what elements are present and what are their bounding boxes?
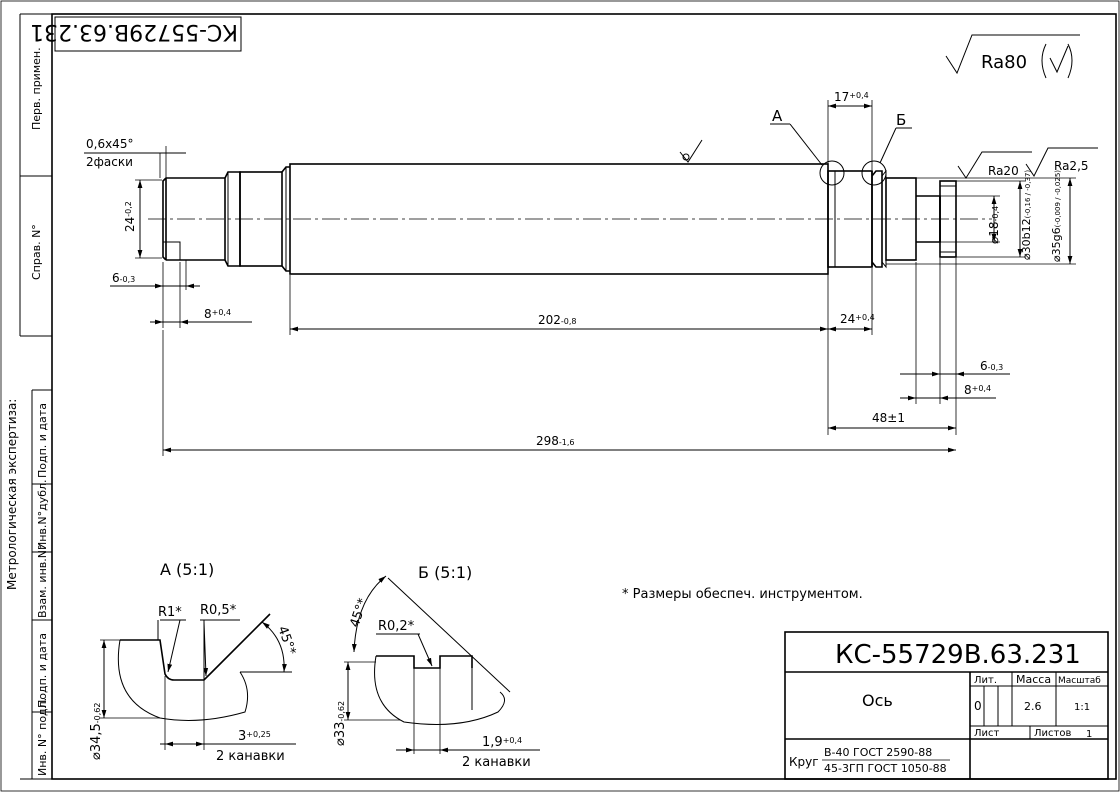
chamfer-count-label: 2фаски — [86, 155, 133, 169]
scale-label: Масштаб — [1058, 676, 1101, 686]
side-label-perv-primen: Перв. примен. — [30, 47, 43, 130]
side-label-sprav: Справ. N° — [30, 224, 43, 280]
side-label-metrolog: Метрологическая экспертиза: — [5, 399, 19, 590]
sheets-label: Листов — [1034, 728, 1071, 739]
main-view-dimensions: 0,6x45° 2фаски 24-0,2 6-0,3 8+0,4 202-0,… — [84, 90, 1098, 456]
detail-a: А (5:1) R1* R0,5* 45°* ⌀34,5-0,62 3+0,25… — [89, 560, 299, 764]
material-line-1: В-40 ГОСТ 2590-88 — [824, 746, 932, 759]
detail-b: Б (5:1) 45°* R0,2* ⌀33-0,62 1,9+0,4 2 ка… — [333, 563, 540, 770]
material-prefix: Круг — [789, 755, 819, 769]
material-line-2: 45-3ГП ГОСТ 1050-88 — [824, 762, 947, 775]
marker-b: Б — [896, 111, 906, 129]
marker-a: А — [772, 107, 783, 125]
side-label-vzam-inv: Взам. инв.N° — [36, 545, 49, 618]
rotated-number-box: КС-55729В.63.231 — [30, 16, 242, 52]
detail-b-r02: R0,2* — [378, 619, 415, 634]
roughness-general-label: Ra80 — [981, 52, 1027, 73]
roughness-ra20: Ra20 — [988, 164, 1019, 178]
part-name: Ось — [862, 691, 893, 710]
detail-a-r05: R0,5* — [200, 603, 237, 618]
detail-a-title: А (5:1) — [160, 560, 214, 579]
detail-b-grooves: 2 канавки — [462, 755, 531, 770]
dim-6-left: 6-0,3 — [112, 271, 135, 285]
drawing-number: КС-55729В.63.231 — [835, 640, 1081, 670]
sheets-value: 1 — [1086, 729, 1092, 740]
drawing-number-rotated: КС-55729В.63.231 — [30, 19, 238, 44]
dim-8-right: 8+0,4 — [964, 383, 991, 397]
detail-b-angle: 45°* — [348, 596, 372, 629]
dia-18: ⌀18-0,4 — [987, 206, 1001, 244]
mass-value: 2.6 — [1024, 700, 1042, 713]
dim-8-left: 8+0,4 — [204, 307, 231, 321]
side-label-podp-data-1: Подп. и дата — [36, 403, 49, 478]
detail-a-r1: R1* — [158, 605, 182, 620]
general-roughness: Ra80 — [945, 34, 1080, 79]
scale-value: 1:1 — [1074, 702, 1090, 713]
side-label-podp-data-2: Подп. и дата — [36, 633, 49, 708]
tool-note: * Размеры обеспеч. инструментом. — [622, 587, 863, 602]
detail-a-width: 3+0,25 — [238, 729, 271, 744]
mass-label: Масса — [1016, 673, 1051, 686]
sheet-label: Лист — [974, 728, 1000, 739]
dim-24-right: 24+0,4 — [840, 312, 875, 326]
detail-b-title: Б (5:1) — [418, 563, 472, 582]
dim-17: 17+0,4 — [834, 90, 869, 104]
dim-6-right: 6-0,3 — [980, 359, 1003, 373]
roughness-ra25: Ra2,5 — [1054, 159, 1089, 173]
dim-298: 298-1,6 — [536, 434, 575, 448]
dim-48: 48±1 — [872, 411, 905, 425]
lit-value: 0 — [974, 699, 982, 713]
side-label-inv-dubl: Инв.N°дубл. — [36, 479, 49, 550]
dia-30: ⌀30b12(-0,16 / -0,37) — [1020, 170, 1033, 260]
dia-35: ⌀35g6(-0,009 / -0,025) — [1050, 170, 1063, 262]
shaft-main-view: А Б — [148, 107, 992, 275]
detail-a-dia: ⌀34,5-0,62 — [89, 703, 104, 760]
side-labels: Перв. примен. Справ. N° Подп. и дата Инв… — [5, 47, 49, 776]
detail-b-width: 1,9+0,4 — [482, 735, 522, 750]
detail-b-dia: ⌀33-0,62 — [333, 701, 348, 746]
title-block: КС-55729В.63.231 Ось Лит. Масса Масштаб … — [784, 631, 1109, 780]
chamfer-label: 0,6x45° — [86, 137, 133, 151]
side-label-inv-podl: Инв. N° подл. — [36, 698, 49, 776]
detail-a-grooves: 2 канавки — [216, 749, 285, 764]
dim-24-left: 24-0,2 — [123, 201, 137, 232]
lit-label: Лит. — [974, 675, 997, 686]
dim-202: 202-0,8 — [538, 313, 577, 327]
